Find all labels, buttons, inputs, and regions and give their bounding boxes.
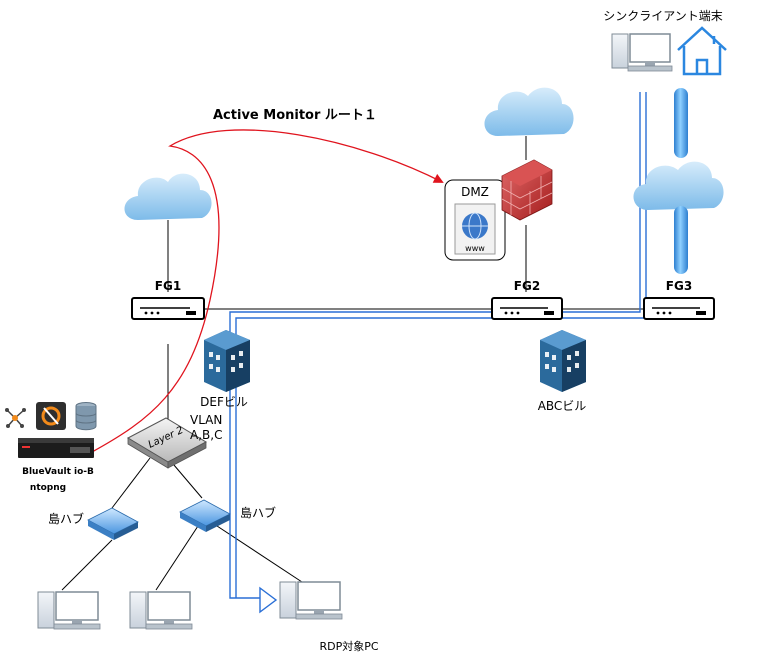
links xyxy=(61,136,644,591)
www-label: www xyxy=(465,244,485,253)
hub-left-icon xyxy=(87,507,139,540)
firewall-icon xyxy=(501,159,553,221)
layer2-switch-icon: Layer 2 xyxy=(126,417,208,469)
dmz-label: DMZ xyxy=(461,185,489,199)
database-icon xyxy=(75,402,97,431)
cloud-icon xyxy=(124,173,212,220)
rdp-pc-label: RDP対象PC xyxy=(319,639,378,653)
link-hub-left-pc1 xyxy=(61,539,113,591)
vlan-label: VLAN xyxy=(190,413,222,427)
hub-right-icon xyxy=(179,499,231,532)
link-hub-right-rdp xyxy=(213,523,303,583)
active-monitor-route xyxy=(91,129,444,453)
vlan-ids-label: A,B,C xyxy=(190,428,222,442)
fg2-label: FG2 xyxy=(514,279,540,293)
hub-right-label: 島ハブ xyxy=(240,505,276,520)
vpn-arrow-head xyxy=(259,586,278,614)
bluevault-label-line2: ntopng xyxy=(30,483,66,493)
rdp-target-pc-icon xyxy=(279,581,343,620)
thin-client-label: シンクライアント端末 xyxy=(603,9,723,23)
client-pc-icon xyxy=(129,591,193,630)
fg3-label: FG3 xyxy=(666,279,692,293)
def-building-label: DEFビル xyxy=(200,395,248,409)
dmz-zone: DMZ www xyxy=(444,179,506,261)
monitor-tool-icon xyxy=(36,402,66,430)
fg1-device-icon xyxy=(131,297,205,320)
cloud-icon xyxy=(633,161,724,210)
tunnel-tube-icon xyxy=(674,88,688,274)
active-monitor-route-label: Active Monitor ルート１ xyxy=(213,108,377,123)
abc-building-icon xyxy=(540,330,586,392)
home-icon xyxy=(677,26,727,76)
network-graph-icon xyxy=(5,408,26,428)
abc-building-label: ABCビル xyxy=(538,399,587,413)
fg1-label: FG1 xyxy=(155,279,181,293)
fg3-device-icon xyxy=(643,297,715,320)
link-hub-right-pc2 xyxy=(155,525,199,591)
bluevault-label-line1: BlueVault io-B xyxy=(22,467,94,477)
hub-left-label: 島ハブ xyxy=(48,511,84,526)
client-pc-icon xyxy=(37,591,101,630)
def-building-icon xyxy=(204,330,250,392)
bluevault-appliance-icon xyxy=(18,438,94,458)
link-l2-hub-left xyxy=(111,457,151,509)
thin-client-pc-icon xyxy=(611,33,673,72)
web-server-icon: www xyxy=(454,203,496,255)
cloud-icon xyxy=(484,87,574,136)
fg2-device-icon xyxy=(491,297,563,320)
